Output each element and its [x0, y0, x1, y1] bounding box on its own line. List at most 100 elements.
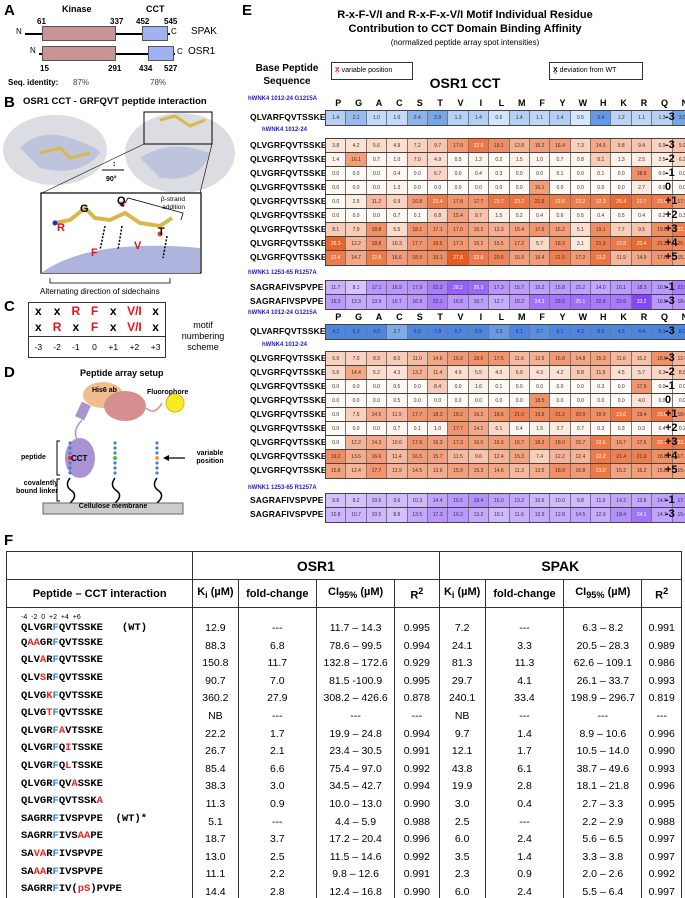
base-peptide-sequence: QLVGRFQVTSSKE — [250, 182, 327, 192]
spak-label: SPAK — [191, 26, 217, 37]
panel-d-label: D — [4, 364, 15, 381]
base-peptide-sequence: QLVGRFQVTSSKE — [250, 224, 327, 234]
panel-e-title: R-x-F-V/I and R-x-F-x-V/I Motif Individu… — [337, 9, 593, 35]
base-peptide-sequence: QLVGRFQVTSSKE — [250, 140, 327, 150]
base-peptide-sequence: QLVGRFQVTSSKE — [250, 367, 327, 377]
cct-label: CCT — [146, 4, 165, 14]
peptide-array-diagram — [42, 382, 185, 515]
base-peptide-sequence: QLVGRFQVTSSKE — [250, 465, 327, 475]
base-peptide-sequence: SAGRAFIVSPVPE — [250, 282, 324, 292]
osr1-g1215a-label: hWNK4 1012-24 G1215A — [248, 96, 318, 102]
residue-t: T — [158, 226, 165, 238]
position-label: +3 — [665, 436, 678, 448]
osr1-wnk1-label: hWNK1 1253-65 R1257A — [248, 270, 317, 276]
osr1-kinase-domain — [42, 46, 116, 61]
spak-header: SPAK — [438, 551, 683, 580]
panel-e-label: E — [242, 2, 253, 19]
spak-start: 61 — [37, 17, 46, 26]
base-peptide-sequence: QLVGRFQVTSSKE — [250, 395, 327, 405]
base-peptide-sequence: QLVARFQVTSSKE — [250, 326, 326, 336]
seq-identity-label: Seq. identity: — [8, 78, 59, 87]
n-term: N — [30, 46, 36, 55]
spak-g1215a-label: hWNK4 1012-24 G1215A — [248, 310, 318, 316]
osr1-cct-end: 527 — [164, 64, 178, 73]
spak-wnk1-label: hWNK1 1253-65 R1257A — [248, 485, 317, 491]
position-label: +2 — [665, 209, 678, 221]
position-label: -1 — [665, 494, 675, 506]
sidechain-caption: Alternating direction of sidechains — [40, 287, 160, 296]
position-label: +1 — [665, 408, 678, 420]
col-peptide: Peptide – CCT interaction — [5, 579, 194, 608]
position-label: +1 — [665, 195, 678, 207]
col-osr1-r2: R2 — [394, 579, 440, 608]
spak-wnk4-label: hWNK4 1012-24 — [262, 342, 308, 348]
osr1-header: OSR1 — [192, 551, 440, 580]
position-label: -3 — [665, 508, 675, 520]
cct-identity: 78% — [150, 78, 167, 87]
panel-a-label: A — [4, 2, 15, 19]
panel-f-label: F — [4, 532, 14, 549]
position-label: -2 — [665, 153, 675, 165]
col-spak-fold: fold-change — [484, 579, 565, 608]
kinase-label: Kinase — [62, 4, 92, 14]
cct-label: CCT — [71, 454, 88, 463]
n-term: N — [16, 27, 22, 36]
col-spak-ci: CI95% (µM) — [563, 579, 643, 608]
panel-d-title: Peptide array setup — [80, 368, 164, 378]
beta-strand-label: β-strand addition — [161, 196, 185, 211]
panel-e-subtitle: (normalized peptide array spot intensiti… — [390, 38, 540, 47]
position-label: +4 — [665, 237, 678, 249]
osr1-label: OSR1 — [188, 46, 216, 57]
position-label: -1 — [665, 167, 675, 179]
panel-c-label: C — [4, 298, 15, 315]
position-label: -3 — [665, 295, 675, 307]
col-spak-r2: R2 — [641, 579, 682, 608]
base-peptide-sequence: SAGRAFIVSPVPE — [250, 296, 324, 306]
svg-text:90°: 90° — [106, 175, 117, 183]
col-osr1-ci: CI95% (µM) — [316, 579, 396, 608]
base-peptide-sequence: QLVGRFQVTSSKE — [250, 381, 327, 391]
base-peptide-sequence: QLVGRFQVTSSKE — [250, 451, 327, 461]
base-peptide-sequence: QLVARFQVTSSKE — [250, 112, 326, 122]
amino-acid-header: PGACSTVILMFYWHKRQNDE — [335, 312, 685, 322]
base-peptide-label: Base Peptide Sequence — [255, 63, 319, 87]
legend-deviation: X̭ deviation from WT — [549, 62, 643, 80]
residue-q: Q — [117, 195, 126, 207]
membrane-label: Cellulose membrane — [78, 503, 148, 510]
base-peptide-sequence: QLVGRFQVTSSKE — [250, 409, 327, 419]
osr1-cct-domain — [148, 46, 174, 61]
base-peptide-sequence: SAGRAFIVSPVPE — [250, 509, 324, 519]
residue-g: G — [80, 203, 89, 215]
col-osr1-fold: fold-change — [237, 579, 318, 608]
base-peptide-sequence: QLVGRFQVTSSKE — [250, 168, 327, 178]
residue-f: F — [91, 247, 98, 259]
position-label: -1 — [665, 281, 675, 293]
motif-scheme-label: motif numbering scheme — [181, 320, 225, 352]
base-peptide-sequence: QLVGRFQVTSSKE — [250, 353, 327, 363]
position-label: 0 — [665, 181, 672, 193]
position-label: +4 — [665, 450, 678, 462]
osr1-kin-end: 291 — [108, 64, 122, 73]
